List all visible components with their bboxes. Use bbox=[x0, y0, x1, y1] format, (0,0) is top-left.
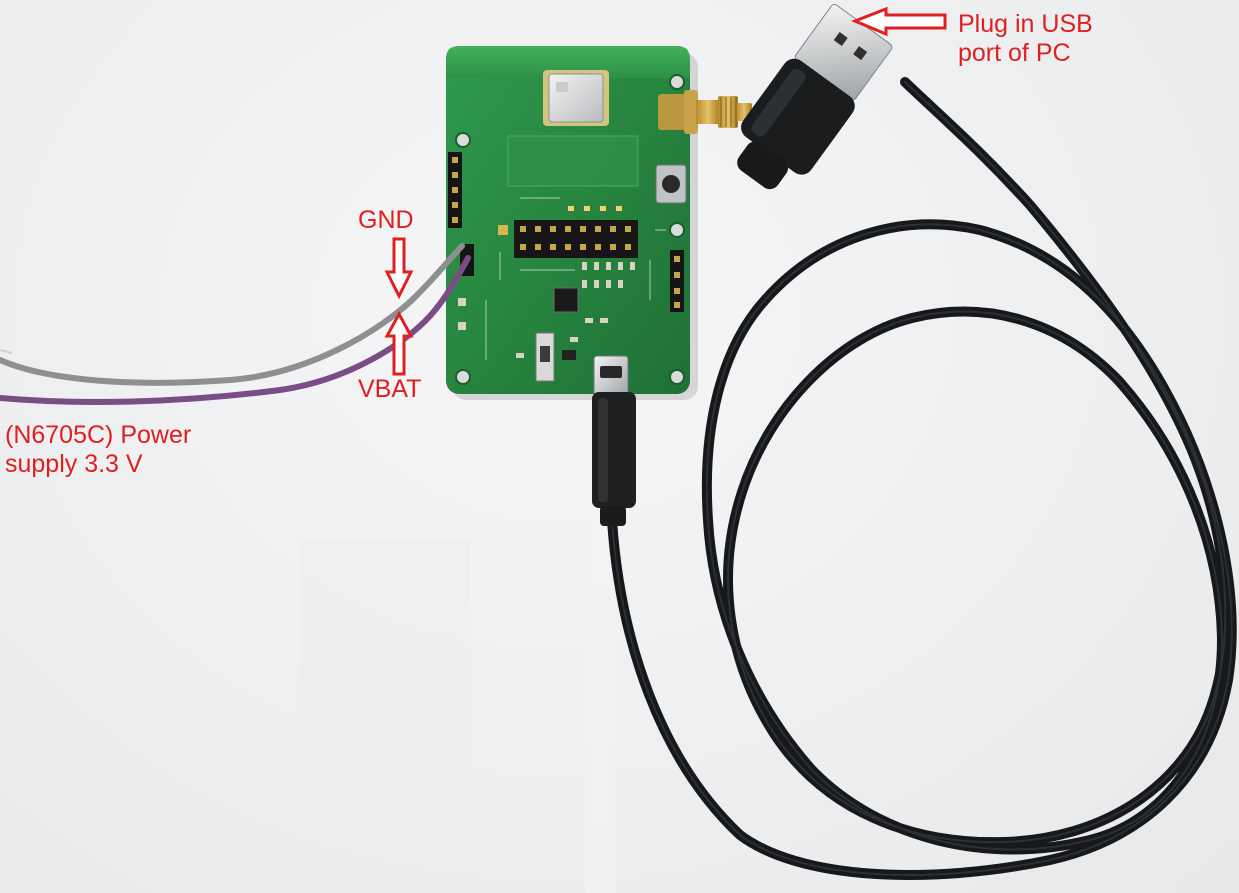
gnd-callout: GND bbox=[358, 206, 414, 234]
micro-usb-plug bbox=[592, 355, 636, 526]
green-pcb-board bbox=[446, 46, 690, 394]
usb-callout-line2: port of PC bbox=[958, 39, 1071, 67]
purple-vbat-wire bbox=[0, 255, 471, 405]
power-callout-line1: (N6705C) Power bbox=[5, 421, 192, 449]
usb-a-plug bbox=[737, 4, 893, 190]
usb-cable bbox=[607, 77, 1237, 880]
rf-shield-module bbox=[543, 70, 609, 126]
usb-plug-callout: Plug in USB port of PC bbox=[958, 10, 1093, 68]
red-arrow-icon bbox=[384, 310, 414, 376]
red-arrow-icon bbox=[850, 6, 947, 37]
power-supply-callout: (N6705C) Power supply 3.3 V bbox=[5, 421, 191, 479]
sma-antenna-connector bbox=[658, 90, 752, 134]
usb-callout-line1: Plug in USB bbox=[958, 10, 1093, 38]
power-callout-line2: supply 3.3 V bbox=[5, 450, 143, 478]
red-arrow-icon bbox=[384, 237, 414, 300]
gray-gnd-wire bbox=[0, 243, 465, 386]
vbat-callout: VBAT bbox=[358, 375, 422, 403]
